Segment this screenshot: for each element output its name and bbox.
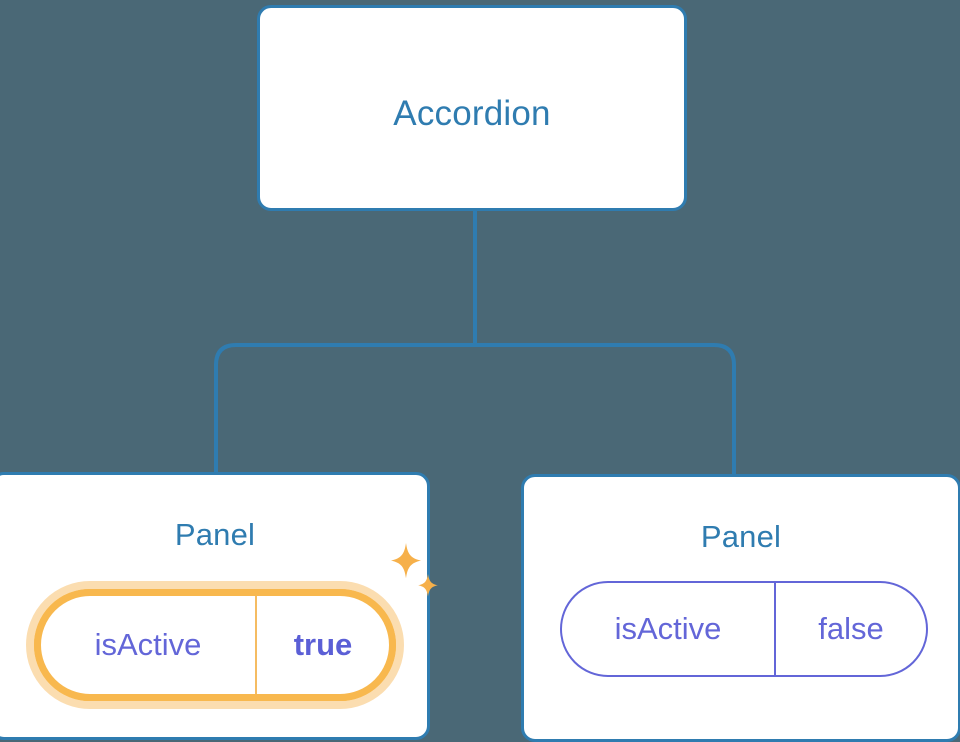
prop-value: true xyxy=(293,627,353,662)
connector-right-branch xyxy=(475,343,736,478)
node-panel-inactive[interactable]: Panel isActive false xyxy=(521,474,960,742)
prop-key: isActive xyxy=(41,596,257,694)
prop-pill-isactive-true[interactable]: isActive true xyxy=(26,581,404,709)
node-accordion[interactable]: Accordion xyxy=(257,5,687,211)
node-accordion-title: Accordion xyxy=(393,94,551,133)
connector-left-branch xyxy=(214,343,475,476)
prop-pill-body[interactable]: isActive true xyxy=(34,589,396,701)
node-panel-inactive-title: Panel xyxy=(700,519,782,554)
node-panel-active[interactable]: Panel isActive true xyxy=(0,472,430,740)
prop-value: false xyxy=(818,611,884,646)
node-panel-active-title: Panel xyxy=(174,517,256,552)
prop-key: isActive xyxy=(562,583,776,675)
prop-pill-isactive-false[interactable]: isActive false xyxy=(560,581,928,677)
